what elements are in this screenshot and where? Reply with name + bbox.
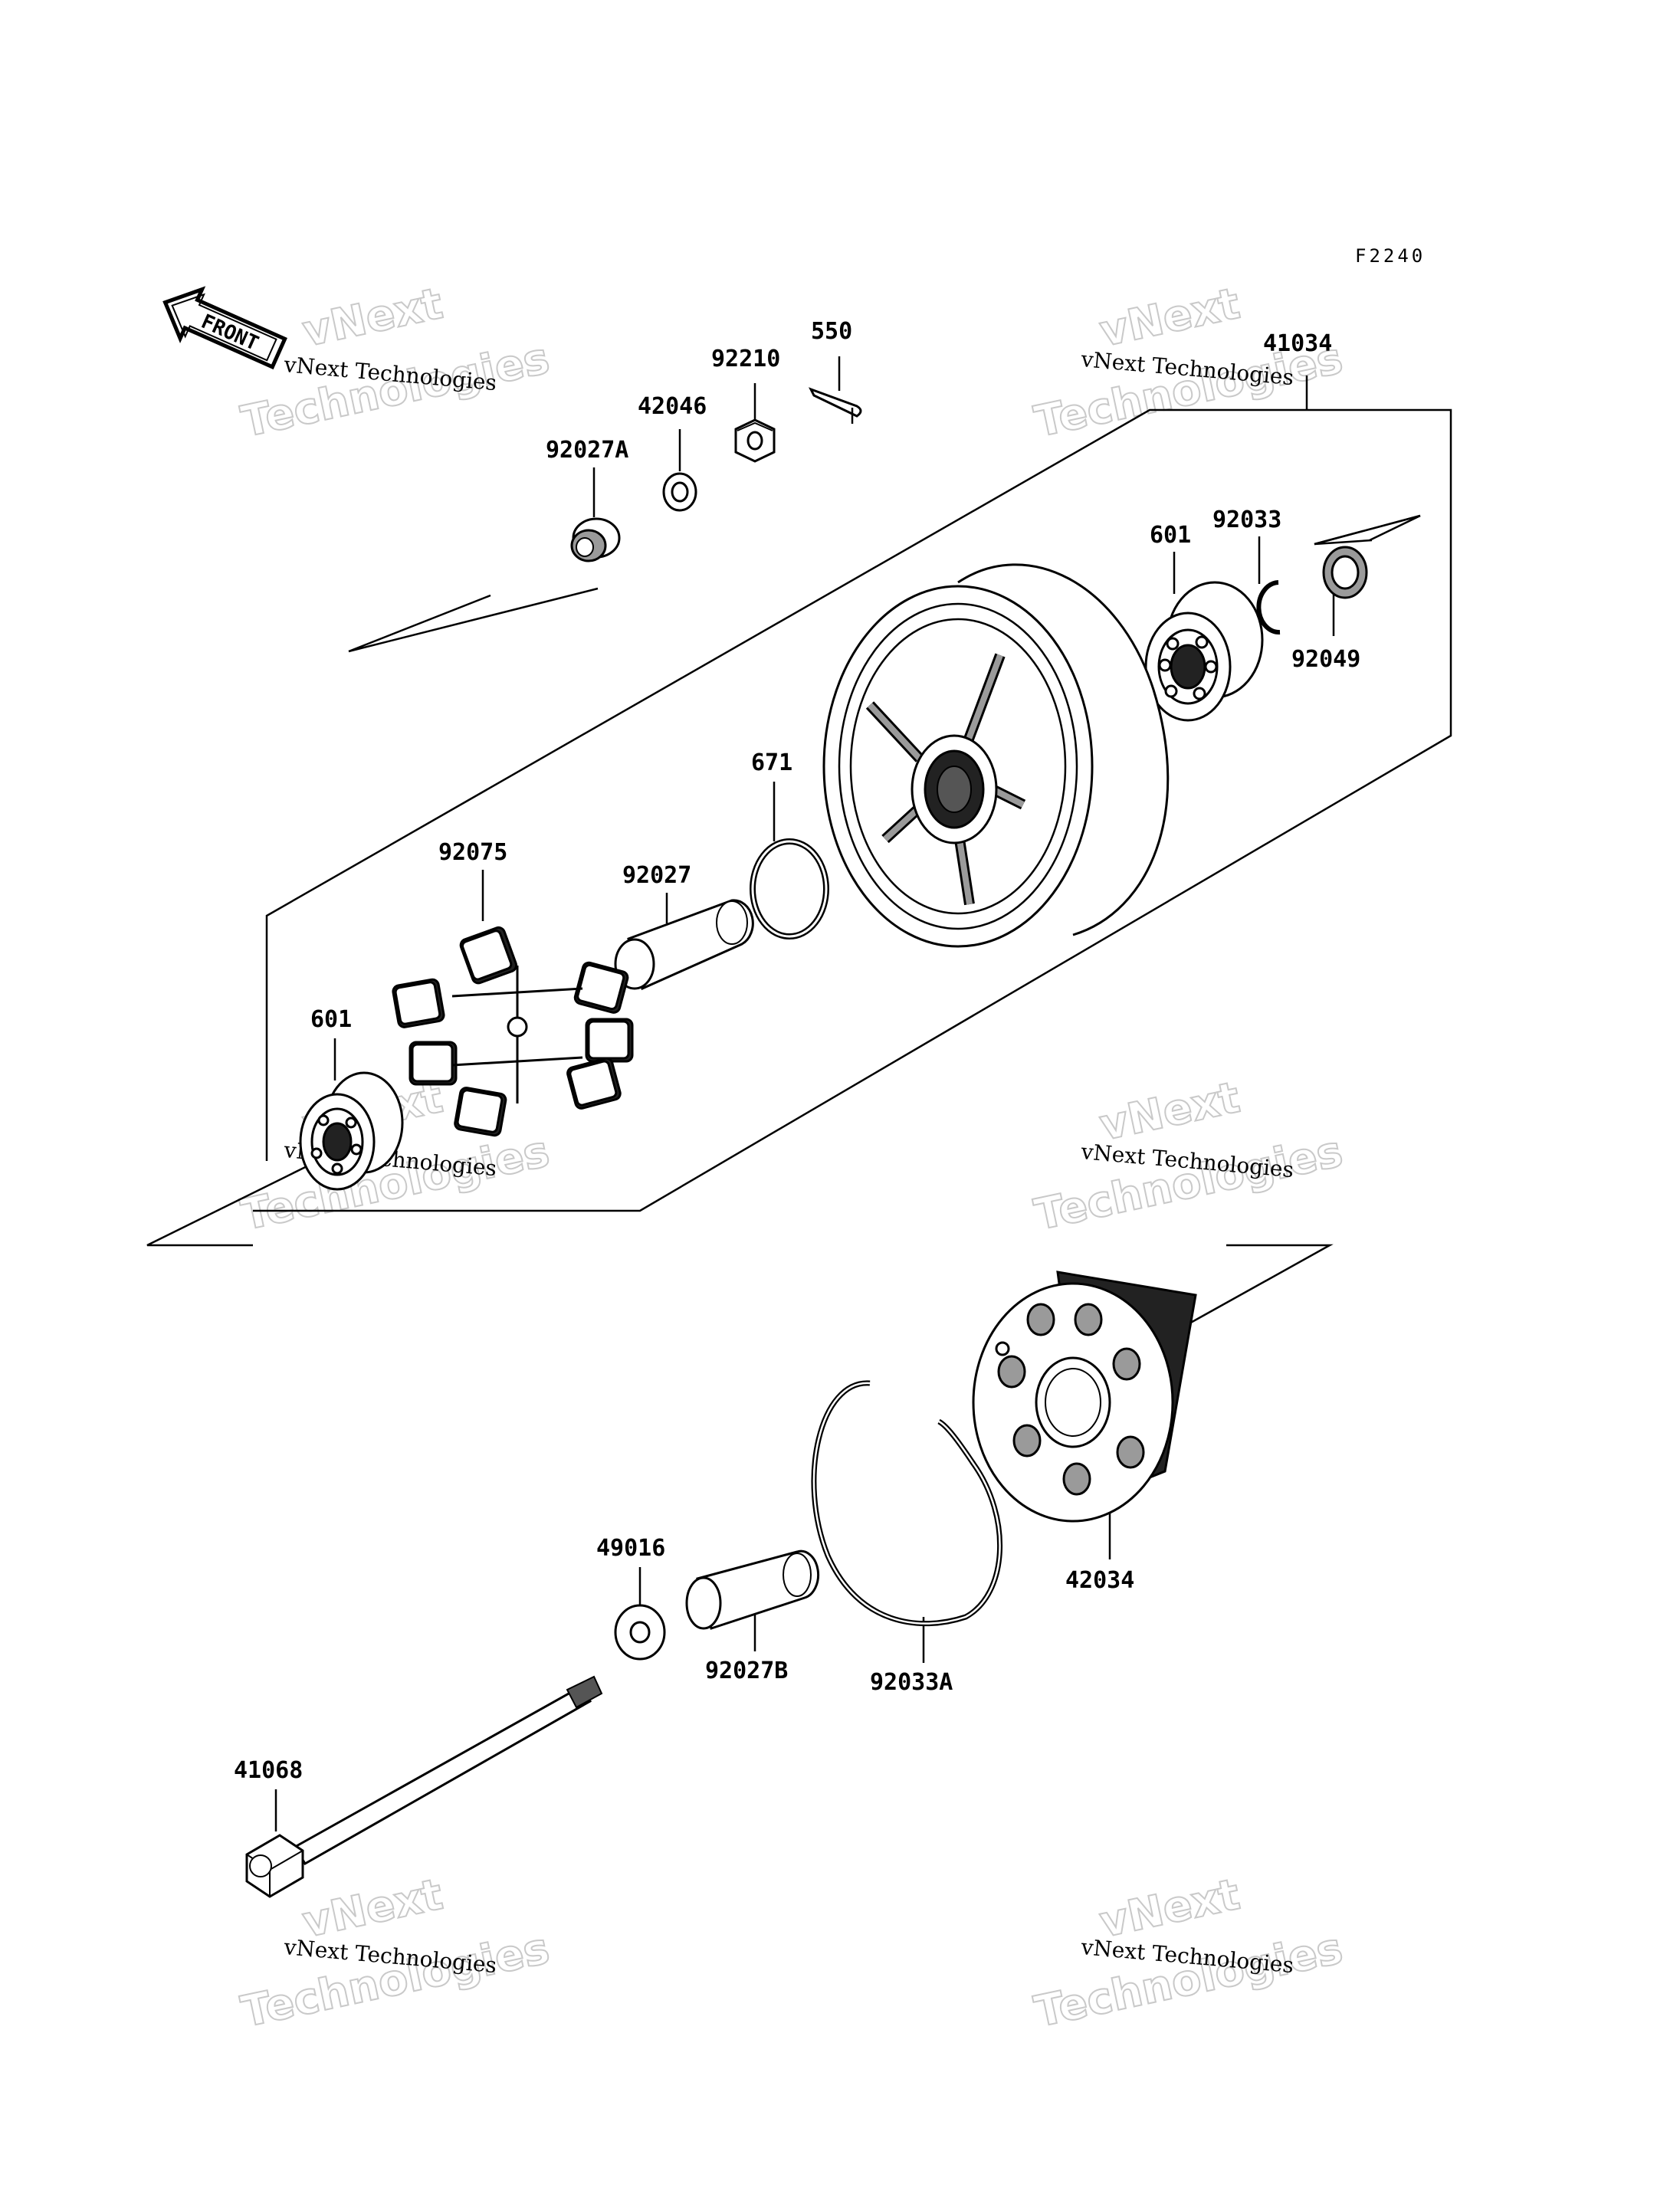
label-41068: 41068 xyxy=(234,1757,303,1784)
collar-92027B xyxy=(685,1549,820,1630)
bearing-601-right xyxy=(1144,581,1264,722)
label-92027A: 92027A xyxy=(546,437,628,464)
o-ring-671 xyxy=(750,838,829,939)
diagram-code: F2240 xyxy=(1355,245,1426,267)
castle-nut-92210 xyxy=(734,418,776,463)
svg-text:Technologies: Technologies xyxy=(1030,1923,1347,2037)
label-92033A: 92033A xyxy=(870,1669,953,1696)
label-42034: 42034 xyxy=(1065,1567,1134,1594)
label-92033: 92033 xyxy=(1212,507,1281,533)
label-49016: 49016 xyxy=(596,1535,665,1562)
label-42046: 42046 xyxy=(638,393,707,420)
label-92027: 92027 xyxy=(622,862,691,889)
axle-41068 xyxy=(245,1675,603,1898)
watermark-top-left: vNext Technologies vNext Technologies xyxy=(236,278,554,448)
sprocket-coupling-42034 xyxy=(972,1271,1197,1523)
label-92027B: 92027B xyxy=(705,1658,788,1684)
svg-text:vNext: vNext xyxy=(298,279,447,357)
washer-42046 xyxy=(662,472,697,512)
cotter-pin-550 xyxy=(808,387,862,424)
svg-text:Technologies: Technologies xyxy=(237,333,553,447)
label-601-right: 601 xyxy=(1150,522,1191,549)
leader-lines xyxy=(146,356,1421,1831)
circlip-92033 xyxy=(1256,580,1281,635)
watermark-bottom-right: vNext Technologies vNext Technologies xyxy=(1029,1869,1347,2038)
washer-49016 xyxy=(614,1604,666,1661)
watermark-mid-right: vNext Technologies vNext Technologies xyxy=(1029,1072,1347,1241)
label-601-left: 601 xyxy=(310,1006,352,1033)
oil-seal-92049 xyxy=(1322,546,1368,599)
label-550: 550 xyxy=(811,318,852,345)
assembly-outline xyxy=(253,375,1452,1212)
label-92049: 92049 xyxy=(1291,646,1360,673)
svg-text:vNext: vNext xyxy=(1095,1073,1244,1151)
damper-92075 xyxy=(392,926,634,1137)
circlip-92033A xyxy=(811,1380,1002,1627)
svg-text:vNext: vNext xyxy=(298,1870,447,1948)
collar-92027 xyxy=(614,899,754,991)
bearing-601-left xyxy=(299,1071,404,1191)
label-671: 671 xyxy=(751,749,792,776)
label-92075: 92075 xyxy=(438,839,507,866)
svg-text:vNext: vNext xyxy=(1095,279,1244,357)
watermark-top-right: vNext Technologies vNext Technologies xyxy=(1029,278,1347,448)
watermark-bottom-left: vNext Technologies vNext Technologies xyxy=(236,1869,554,2038)
svg-text:Technologies: Technologies xyxy=(1030,1126,1347,1240)
label-41034: 41034 xyxy=(1263,330,1332,357)
svg-text:vNext: vNext xyxy=(1095,1870,1244,1948)
collar-92027A xyxy=(570,517,621,562)
front-arrow-icon: FRONT xyxy=(162,286,287,370)
label-92210: 92210 xyxy=(711,346,780,372)
wheel-41034 xyxy=(822,563,1170,948)
